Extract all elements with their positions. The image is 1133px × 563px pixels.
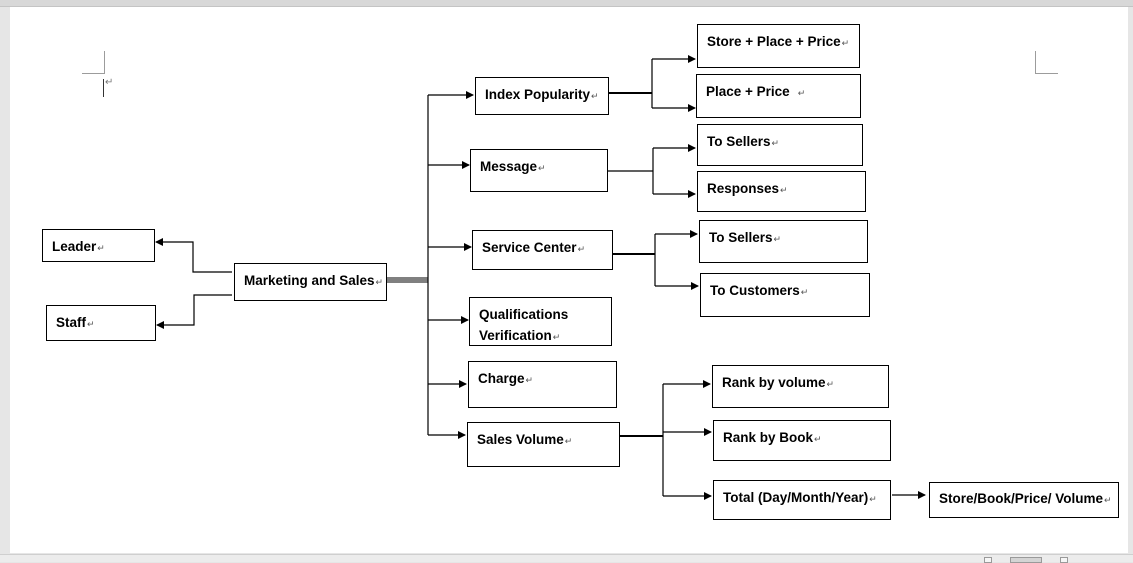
node-store-book-price-volume[interactable]: Store/Book/Price/ Volume↵ [929, 482, 1119, 518]
paragraph-mark: ↵ [780, 185, 788, 195]
paragraph-mark: ↵ [869, 494, 877, 504]
node-rank-volume-label: Rank by volume [722, 375, 826, 390]
paragraph-mark: ↵ [771, 138, 780, 148]
node-charge[interactable]: Charge↵ [468, 361, 617, 408]
paragraph-mark: ↵ [97, 243, 105, 253]
node-responses[interactable]: Responses↵ [697, 171, 866, 212]
page-margin-corner-top-right [1035, 51, 1058, 74]
node-sales-volume[interactable]: Sales Volume↵ [467, 422, 620, 467]
node-rank-book-label: Rank by Book [723, 430, 814, 445]
node-staff-label: Staff [56, 315, 86, 330]
paragraph-mark: ↵ [105, 77, 114, 88]
paragraph-mark: ↵ [87, 319, 95, 329]
node-leader[interactable]: Leader↵ [42, 229, 155, 262]
paragraph-mark: ↵ [538, 163, 546, 173]
node-service-to-sellers[interactable]: To Sellers↵ [699, 220, 868, 263]
connector-marketing-leader [155, 238, 232, 273]
node-index-popularity-label: Index Popularity [485, 87, 591, 102]
node-store-place-price[interactable]: Store + Place + Price↵ [697, 24, 860, 68]
paragraph-mark: ↵ [797, 88, 806, 98]
node-place-price-label: Place + Price [706, 84, 790, 99]
paragraph-mark: ↵ [826, 379, 835, 389]
node-qualifications-line2: Verification↵ [479, 325, 603, 348]
node-qualifications-line2-label: Verification [479, 328, 552, 343]
node-index-popularity[interactable]: Index Popularity↵ [475, 77, 609, 115]
read-mode-icon[interactable] [984, 557, 992, 563]
node-rank-by-book[interactable]: Rank by Book↵ [713, 420, 891, 461]
org-chart-connectors [155, 55, 926, 500]
node-charge-label: Charge [478, 371, 525, 386]
node-service-center-label: Service Center [482, 240, 577, 255]
node-to-customers[interactable]: To Customers↵ [700, 273, 870, 317]
node-store-place-price-label: Store + Place + Price [707, 34, 841, 49]
node-marketing-label: Marketing and Sales [244, 273, 375, 288]
connector-marketing-staff [156, 294, 232, 329]
ruler-bar [0, 0, 1133, 7]
paragraph-mark: ↵ [1104, 495, 1112, 505]
node-qualifications-verification[interactable]: Qualifications Verification↵ [469, 297, 612, 346]
node-staff[interactable]: Staff↵ [46, 305, 156, 341]
node-marketing-and-sales[interactable]: Marketing and Sales↵ [234, 263, 387, 301]
paragraph-mark: ↵ [814, 434, 822, 444]
web-layout-icon[interactable] [1060, 557, 1068, 563]
paragraph-mark: ↵ [800, 287, 809, 297]
node-leader-label: Leader [52, 239, 97, 254]
paragraph-mark: ↵ [375, 277, 384, 287]
node-responses-label: Responses [707, 181, 780, 196]
paragraph-mark: ↵ [525, 375, 534, 385]
node-service-center[interactable]: Service Center↵ [472, 230, 613, 270]
text-cursor [103, 79, 104, 97]
paragraph-mark: ↵ [841, 38, 850, 48]
document-page[interactable]: ↵ [10, 7, 1128, 553]
node-svc-to-sellers-label: To Sellers [709, 230, 773, 245]
node-qualifications-line1: Qualifications [479, 307, 569, 322]
node-store-book-label: Store/Book/Price/ Volume [939, 491, 1104, 506]
page-margin-corner-top-left [82, 51, 105, 74]
node-msg-to-sellers-label: To Sellers [707, 134, 771, 149]
node-rank-by-volume[interactable]: Rank by volume↵ [712, 365, 889, 408]
node-total-label: Total (Day/Month/Year) [723, 490, 869, 505]
node-message-to-sellers[interactable]: To Sellers↵ [697, 124, 863, 166]
node-message[interactable]: Message↵ [470, 149, 608, 192]
paragraph-mark: ↵ [564, 436, 573, 446]
node-message-label: Message [480, 159, 538, 174]
print-layout-icon[interactable] [1010, 557, 1042, 563]
node-place-price[interactable]: Place + Price ↵ [696, 74, 861, 118]
node-to-customers-label: To Customers [710, 283, 800, 298]
node-sales-volume-label: Sales Volume [477, 432, 564, 447]
paragraph-mark: ↵ [773, 234, 782, 244]
paragraph-mark: ↵ [552, 332, 561, 342]
paragraph-mark: ↵ [591, 91, 599, 101]
paragraph-mark: ↵ [577, 244, 586, 254]
node-total[interactable]: Total (Day/Month/Year)↵ [713, 480, 891, 520]
